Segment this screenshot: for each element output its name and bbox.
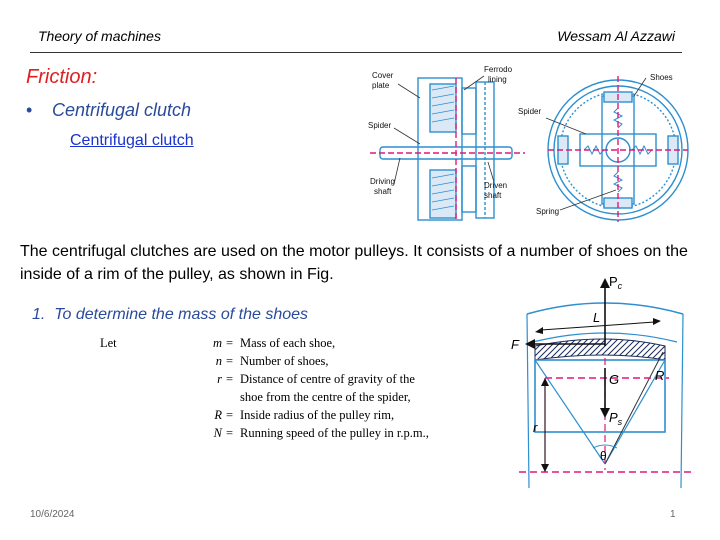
definition-eq: = — [226, 354, 234, 368]
label-driving-shaft: shaft — [374, 187, 392, 196]
header-author: Wessam Al Azzawi — [557, 28, 675, 44]
definition-row: n = Number of shoes, — [204, 352, 430, 370]
definition-row: N = Running speed of the pulley in r.p.m., — [204, 424, 430, 442]
label-driven: Driven — [484, 181, 507, 190]
shoe-body-shape — [534, 359, 666, 433]
subheading-number: 1. — [32, 306, 46, 323]
label-G: G — [609, 372, 619, 387]
definition-text: Mass of each shoe, — [240, 336, 336, 350]
label-lining: lining — [488, 75, 507, 84]
definitions-table: m=Mass of each shoe, n=Number of shoes, … — [204, 334, 430, 442]
definition-text: Distance of centre of gravity of the sho… — [240, 372, 415, 404]
label-spider-right: Spider — [518, 107, 541, 116]
shoe-force-figure: Pc L F G R Ps r θ — [511, 274, 691, 488]
bullet-item: • Centrifugal clutch — [26, 100, 191, 121]
label-shoes: Shoes — [650, 73, 673, 82]
definition-eq: = — [226, 372, 234, 386]
label-driven-shaft: shaft — [484, 191, 502, 200]
footer-date: 10/6/2024 — [30, 509, 75, 520]
label-spring: Spring — [536, 207, 559, 216]
definition-text: Running speed of the pulley in r.p.m., — [240, 426, 429, 440]
label-spider-left: Spider — [368, 121, 391, 130]
definition-symbol: n — [215, 354, 222, 368]
definition-eq: = — [226, 336, 234, 350]
subheading: 1. To determine the mass of the shoes — [32, 306, 308, 324]
definition-row: r = Distance of centre of gravity of the s… — [204, 370, 430, 406]
definition-text: Inside radius of the pulley rim, — [240, 408, 395, 422]
section-heading: Friction: — [26, 66, 98, 88]
subheading-text: To determine the mass of the shoes — [54, 306, 309, 323]
definition-symbol: R — [214, 408, 222, 422]
label-driving: Driving — [370, 177, 395, 186]
definition-text: Number of shoes, — [240, 354, 329, 368]
definition-symbol: m — [212, 336, 222, 350]
label-cover: Cover — [372, 71, 394, 80]
label-plate: plate — [372, 81, 390, 90]
page-number: 1 — [670, 509, 676, 520]
definition-eq: = — [226, 408, 234, 422]
label-pc: Pc — [609, 274, 623, 291]
bullet-icon: • — [26, 100, 33, 120]
definition-symbol: N — [213, 426, 222, 440]
label-L: L — [593, 310, 600, 325]
clutch-assembly-figure: Cover plate Ferrodo lining Spider Drivin… — [368, 65, 689, 222]
header-divider — [30, 52, 682, 53]
label-theta: θ — [600, 449, 607, 463]
header-course-title: Theory of machines — [38, 28, 161, 44]
label-ferrodo: Ferrodo — [484, 65, 513, 74]
label-F: F — [511, 337, 520, 352]
cover-plate-shape — [417, 77, 463, 221]
definition-eq: = — [226, 426, 234, 440]
label-R: R — [655, 368, 664, 383]
definition-row: m = Mass of each shoe, — [204, 334, 430, 352]
definition-symbol: r — [217, 372, 222, 386]
definitions-let: Let — [100, 336, 117, 350]
shoe-hatched-shape — [534, 338, 666, 361]
centrifugal-clutch-link[interactable]: Centrifugal clutch — [70, 132, 194, 149]
description-paragraph: The centrifugal clutches are used on the… — [20, 243, 688, 283]
label-r: r — [533, 420, 538, 435]
definition-row: R = Inside radius of the pulley rim, — [204, 406, 430, 424]
label-ps: Ps — [609, 410, 623, 427]
bullet-text: Centrifugal clutch — [52, 100, 192, 120]
